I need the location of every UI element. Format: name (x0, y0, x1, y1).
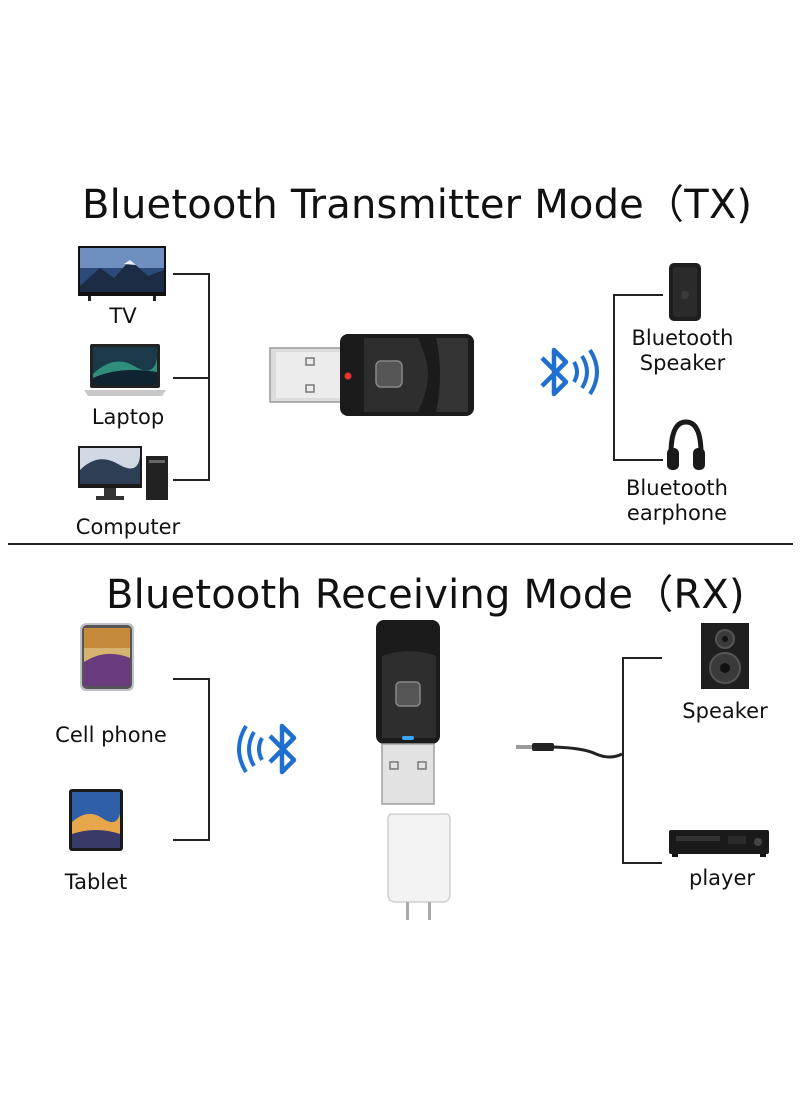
rx-title: Bluetooth Receiving Mode（RX) (106, 572, 745, 618)
rx-right-bracket-top (622, 657, 662, 659)
cd-player-icon (669, 830, 769, 857)
rx-right-label-player: player (688, 866, 755, 890)
tx-right-bracket-bottom (613, 459, 663, 461)
tx-left-bracket-mid (173, 377, 209, 379)
tx-left-bracket-vertical (208, 273, 210, 481)
tx-left-label-tv: TV (109, 304, 137, 328)
tx-left-bracket-bottom (173, 479, 209, 481)
tx-left-label-computer: Computer (75, 515, 181, 539)
bluetooth-speaker-line2: Speaker (639, 351, 726, 375)
rx-left-label-tablet: Tablet (64, 870, 128, 894)
rx-right-bracket-vertical (622, 657, 624, 864)
bluetooth-signal-tx-icon (540, 347, 599, 397)
usb-dongle-rx-icon (376, 620, 440, 805)
tx-right-bracket-top (613, 294, 663, 296)
tx-right-label-bluetooth-earphone: Bluetooth earphone (618, 476, 736, 526)
cell-phone-icon (80, 623, 134, 691)
laptop-icon (84, 344, 166, 396)
rx-left-bracket-top (173, 678, 209, 680)
tx-title: Bluetooth Transmitter Mode（TX) (82, 182, 753, 228)
rx-left-bracket-vertical (208, 678, 210, 841)
section-divider (8, 543, 793, 545)
tx-left-bracket-top (173, 273, 209, 275)
tablet-icon (69, 789, 123, 851)
bluetooth-speaker-icon (669, 263, 701, 321)
bluetooth-signal-rx-icon (237, 723, 297, 775)
bluetooth-earphone-line2: earphone (626, 501, 728, 525)
aux-cable-icon (516, 743, 623, 759)
tv-icon (78, 246, 166, 301)
desktop-computer-icon (78, 446, 168, 500)
usb-dongle-tx-icon (269, 334, 474, 416)
wall-adapter-icon (387, 813, 451, 920)
tx-right-bracket-vertical (613, 294, 615, 461)
tx-left-label-laptop: Laptop (91, 405, 165, 429)
headphones-icon (667, 419, 705, 470)
tx-right-label-bluetooth-speaker: Bluetooth Speaker (625, 326, 740, 376)
rx-right-bracket-bottom (622, 862, 662, 864)
bluetooth-speaker-line1: Bluetooth (631, 326, 734, 350)
bluetooth-earphone-line1: Bluetooth (626, 476, 728, 500)
rx-left-bracket-bottom (173, 839, 209, 841)
rx-left-label-cell-phone: Cell phone (55, 723, 167, 747)
rx-right-label-speaker: Speaker (682, 699, 768, 723)
speaker-icon (701, 623, 749, 689)
